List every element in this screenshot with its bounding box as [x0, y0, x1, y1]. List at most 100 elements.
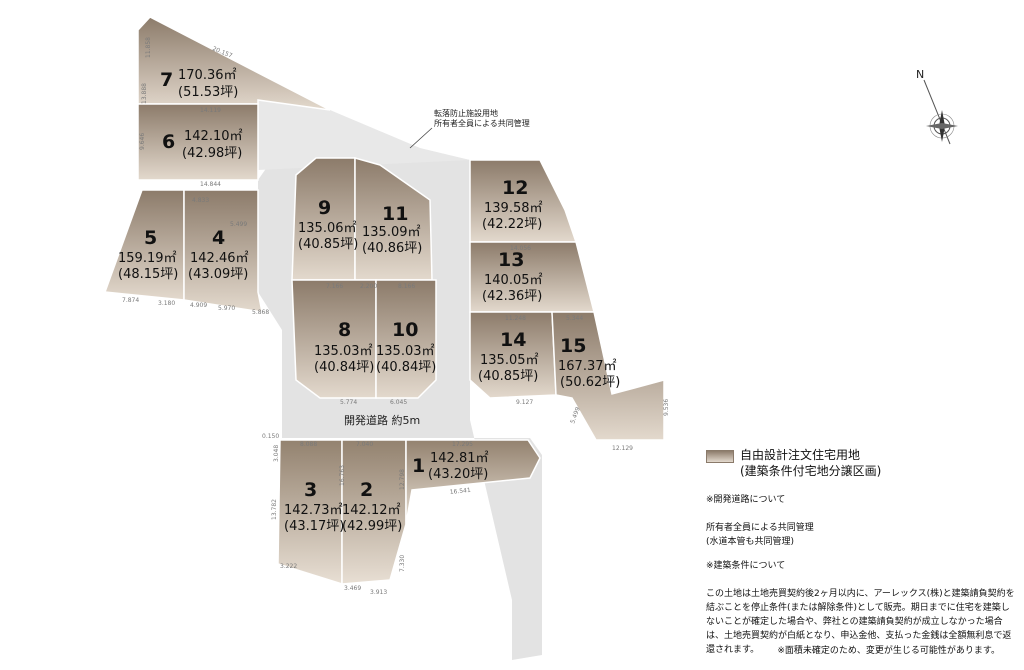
dim-label: 16.541: [449, 487, 471, 496]
lot-tsubo: (48.15坪): [118, 267, 178, 282]
lot-number: 2: [360, 479, 373, 501]
dim-label: 7.040: [356, 441, 373, 448]
lot-14: [469, 311, 557, 399]
lot-labels: 7 170.36㎡ (51.53坪) 6 142.10㎡ (42.98坪) 5 …: [118, 68, 620, 534]
dim-label: 9.646: [139, 133, 146, 150]
lot-tsubo: (43.17坪): [284, 519, 344, 534]
lot-area: 142.81㎡: [430, 451, 489, 466]
lot-tsubo: (42.22坪): [482, 217, 542, 232]
dim-label: 0.150: [262, 433, 279, 440]
lot-area: 142.46㎡: [190, 251, 249, 266]
legend: 自由設計注文住宅用地 (建築条件付宅地分譲区画): [706, 447, 1024, 479]
dim-label: 3.913: [370, 589, 387, 596]
dim-label: 13.888: [141, 83, 148, 104]
dim-label: 14.844: [200, 181, 221, 188]
north-compass-icon: N: [916, 68, 958, 145]
dim-label: 16.763: [339, 465, 346, 486]
dim-label: 8.088: [300, 441, 317, 448]
lot-tsubo: (50.62坪): [560, 375, 620, 390]
lot-area: 135.05㎡: [480, 353, 539, 368]
lot-tsubo: (43.20坪): [428, 467, 488, 482]
dim-label: 3.222: [280, 563, 297, 570]
dim-label: 12.129: [612, 445, 633, 452]
lot-number: 5: [144, 227, 157, 249]
lot-number: 6: [162, 131, 175, 153]
fall-prevention-strip: [258, 100, 470, 170]
dim-label: 5.499: [230, 221, 247, 228]
lot-tsubo: (42.98坪): [182, 146, 242, 161]
dim-label: 14.056: [510, 245, 531, 252]
note-road-body: 所有者全員による共同管理 (水道本管も共同管理): [706, 523, 814, 547]
dim-label: 14.119: [200, 107, 221, 114]
note-build-body: この土地は土地売買契約後2ヶ月以内に、アーレックス(株)と建築請負契約を結ぶこと…: [706, 589, 1015, 655]
legend-line2: (建築条件付宅地分譲区画): [740, 464, 882, 478]
lot-1: [405, 439, 541, 525]
lot-10: [375, 279, 437, 399]
lot-15: [551, 311, 665, 441]
road-label: 開発道路 約5m: [344, 413, 420, 427]
lot-6: [137, 103, 259, 181]
lot-tsubo: (40.86坪): [362, 241, 422, 256]
note-build-title: ※建築条件について: [706, 561, 786, 571]
footnote: ※面積未確定のため、変更が生じる可能性があります。: [777, 646, 1000, 656]
facility-annotation: 転落防止施設用地 所有者全員による共同管理: [409, 108, 530, 149]
lot-11: [354, 157, 433, 281]
dim-label: 5.774: [340, 399, 357, 406]
lot-tsubo: (51.53坪): [178, 85, 238, 100]
lot-number: 14: [500, 329, 526, 351]
dim-label: 4.833: [192, 197, 209, 204]
lot-8: [291, 279, 377, 399]
notes: ※開発道路について 所有者全員による共同管理 (水道本管も共同管理) ※建築条件…: [706, 493, 1016, 667]
legend-line1: 自由設計注文住宅用地: [740, 448, 861, 462]
lot-4: [183, 189, 263, 313]
annotation-line1: 転落防止施設用地: [434, 108, 498, 118]
annotation-line2: 所有者全員による共同管理: [434, 118, 530, 128]
lot-number: 9: [318, 197, 331, 219]
lot-number: 7: [160, 69, 173, 91]
lot-area: 167.37㎡: [558, 359, 617, 374]
dim-label: 5.868: [252, 309, 269, 316]
lot-tsubo: (42.99坪): [342, 519, 402, 534]
lot-area: 142.73㎡: [284, 503, 343, 518]
lot-tsubo: (43.09坪): [188, 267, 248, 282]
lot-number: 15: [560, 335, 586, 357]
dim-label: 17.295: [452, 441, 473, 448]
lot-tsubo: (40.85坪): [478, 369, 538, 384]
lot-number: 4: [212, 227, 225, 249]
lot-number: 1: [412, 455, 425, 477]
dim-label: 13.782: [271, 499, 278, 520]
compass-n-label: N: [916, 68, 924, 81]
lot-number: 12: [502, 177, 528, 199]
dim-label: 7.874: [122, 297, 139, 304]
dim-label: 12.798: [399, 469, 406, 490]
lot-number: 8: [338, 319, 351, 341]
lot-number: 3: [304, 479, 317, 501]
dim-label: 11.248: [505, 315, 526, 322]
dim-label: 3.469: [344, 585, 361, 592]
lot-area: 170.36㎡: [178, 68, 237, 83]
lot-area: 142.12㎡: [342, 503, 401, 518]
lot-area: 142.10㎡: [184, 129, 243, 144]
lot-area: 140.05㎡: [484, 273, 543, 288]
lot-number: 11: [382, 203, 408, 225]
lot-area: 159.19㎡: [118, 251, 177, 266]
lot-area: 135.09㎡: [362, 225, 421, 240]
note-road-title: ※開発道路について: [706, 495, 786, 505]
lot-number: 13: [498, 249, 524, 271]
dim-label: 2.200: [360, 283, 377, 290]
lot-area: 135.03㎡: [376, 344, 435, 359]
dim-label: 11.858: [145, 37, 152, 58]
lot-tsubo: (40.84坪): [376, 360, 436, 375]
legend-swatch: [706, 450, 734, 463]
dim-label: 9.127: [516, 399, 533, 406]
lot-tsubo: (40.85坪): [298, 237, 358, 252]
legend-row: 自由設計注文住宅用地 (建築条件付宅地分譲区画): [706, 447, 1024, 479]
lot-area: 135.06㎡: [298, 221, 357, 236]
dim-label: 5.344: [566, 315, 583, 322]
lot-number: 10: [392, 319, 418, 341]
dim-label: 3.180: [158, 300, 175, 307]
lot-tsubo: (42.36坪): [482, 289, 542, 304]
dim-label: 7.330: [399, 555, 406, 572]
lot-2: [341, 439, 407, 585]
